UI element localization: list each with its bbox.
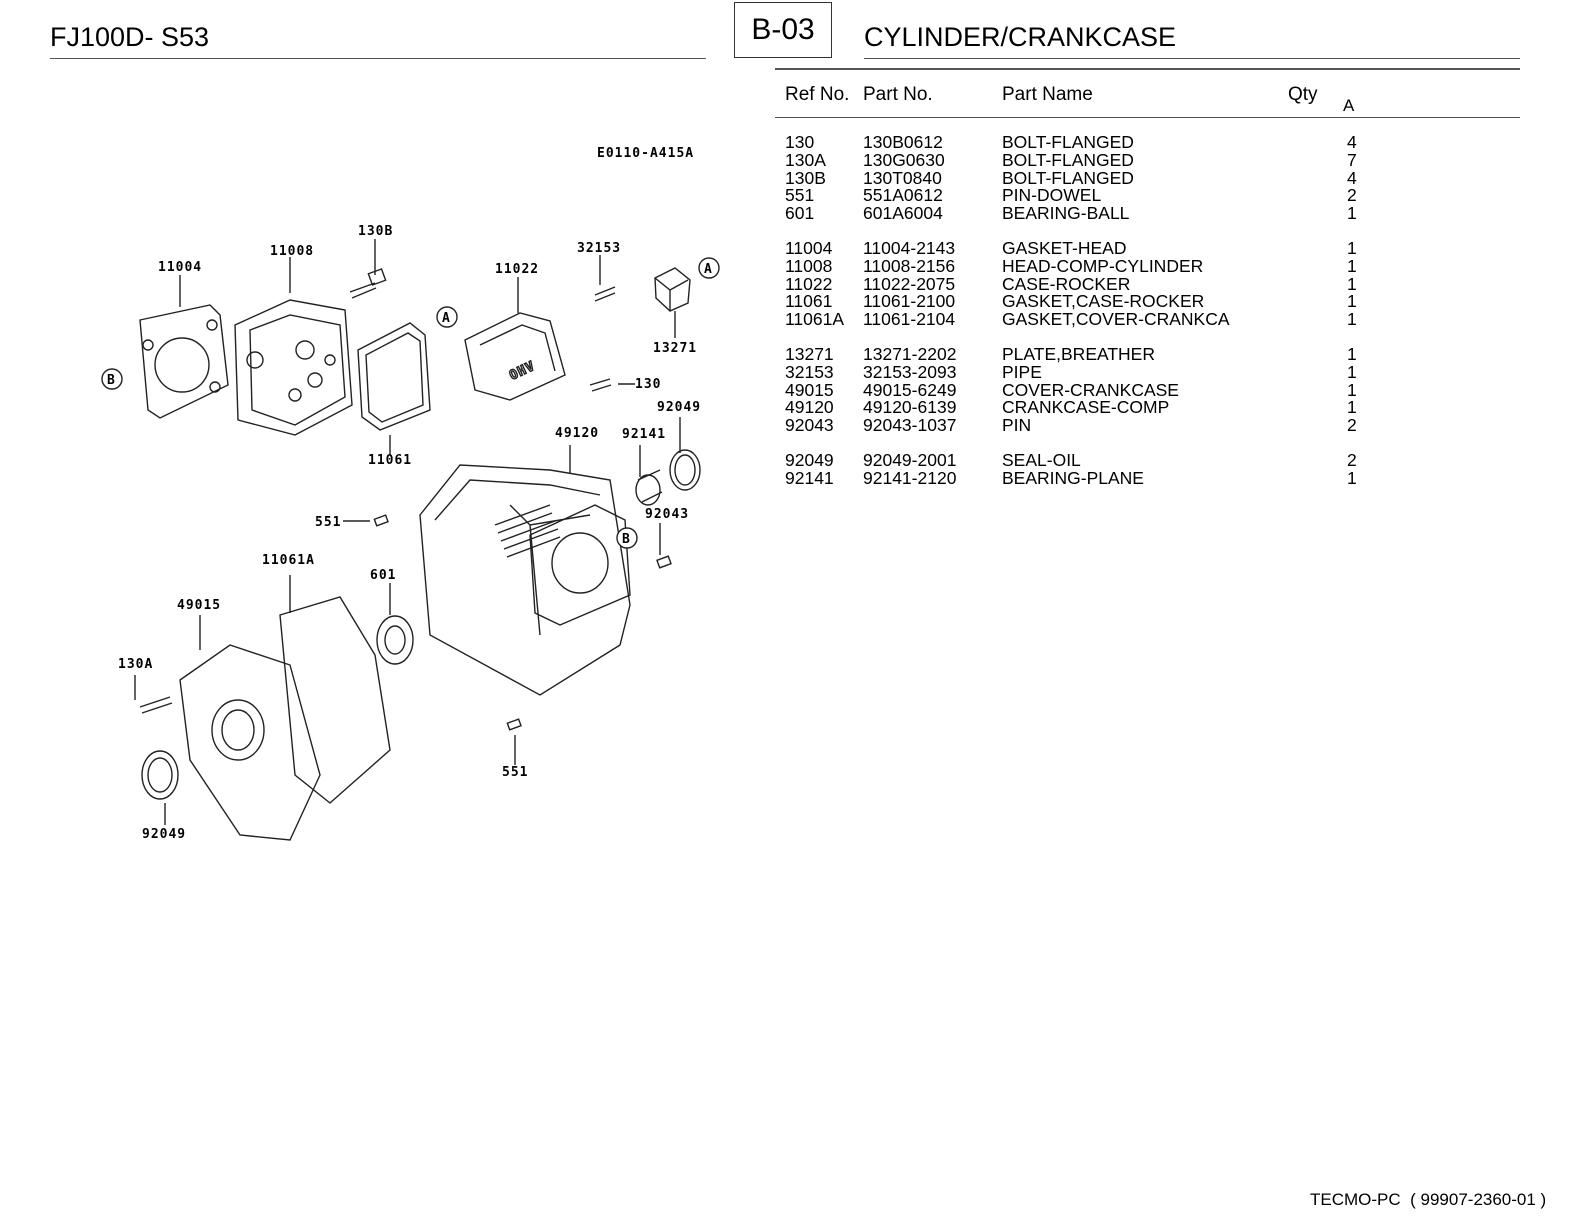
callout: 11022 — [495, 262, 539, 277]
header-rule-right — [864, 58, 1520, 59]
callout: 11061 — [368, 453, 412, 468]
exploded-parts-diagram: OHV — [101, 146, 720, 842]
callout: 92049 — [657, 400, 701, 415]
callout: 551 — [502, 765, 528, 780]
marker-b-right — [616, 527, 638, 549]
section-title: CYLINDER/CRANKCASE — [864, 22, 1177, 52]
breather-plate-shape — [654, 267, 691, 312]
marker-label: B — [107, 373, 116, 388]
marker-label: B — [622, 532, 631, 547]
marker-label: A — [704, 262, 713, 277]
header-part-no: Part No. — [863, 84, 933, 105]
table-top-rule — [775, 68, 1520, 70]
footer-doc-number: ( 99907-2360-01 ) — [1410, 1190, 1547, 1209]
header-rule-left — [50, 58, 706, 59]
callout: 130 — [635, 377, 661, 392]
header-col-a: A — [1343, 96, 1355, 115]
callout: 13271 — [653, 341, 697, 356]
callout: 11008 — [270, 244, 314, 259]
callout: 49120 — [555, 426, 599, 441]
rocker-case-shape — [464, 312, 566, 401]
crankcase-cover-shape — [179, 644, 321, 841]
callout: 551 — [315, 515, 341, 530]
callout: 92043 — [645, 507, 689, 522]
callout: 601 — [370, 568, 396, 583]
callout: 11004 — [158, 260, 202, 275]
page-code-box: B-03 — [734, 2, 832, 58]
gasket-head-shape — [139, 304, 229, 419]
header-ref-no: Ref No. — [785, 84, 850, 105]
callout: 130B — [358, 224, 393, 239]
marker-label: A — [442, 311, 451, 326]
cover-gasket-shape — [279, 596, 391, 804]
marker-a-left — [436, 306, 458, 328]
rocker-gasket-shape — [357, 322, 431, 431]
callout: 92141 — [622, 427, 666, 442]
header-qty: Qty — [1288, 84, 1318, 105]
ohv-stamp: OHV — [507, 359, 537, 384]
marker-a-right — [698, 257, 720, 279]
drawing-code: E0110-A415A — [597, 146, 694, 161]
callout: 11061A — [262, 553, 315, 568]
crankcase-shape — [419, 464, 631, 696]
footer: TECMO-PC ( 99907-2360-01 ) — [1310, 1190, 1546, 1210]
marker-b-left — [101, 368, 123, 390]
cylinder-head-shape — [234, 299, 353, 436]
model-title: FJ100D- S53 — [50, 22, 210, 52]
callout: 92049 — [142, 827, 186, 842]
callout: 130A — [118, 657, 153, 672]
callout: 49015 — [177, 598, 221, 613]
callout: 32153 — [577, 241, 621, 256]
header-part-name: Part Name — [1002, 84, 1093, 105]
footer-brand: TECMO-PC — [1310, 1190, 1401, 1209]
table-header-rule — [775, 117, 1520, 118]
